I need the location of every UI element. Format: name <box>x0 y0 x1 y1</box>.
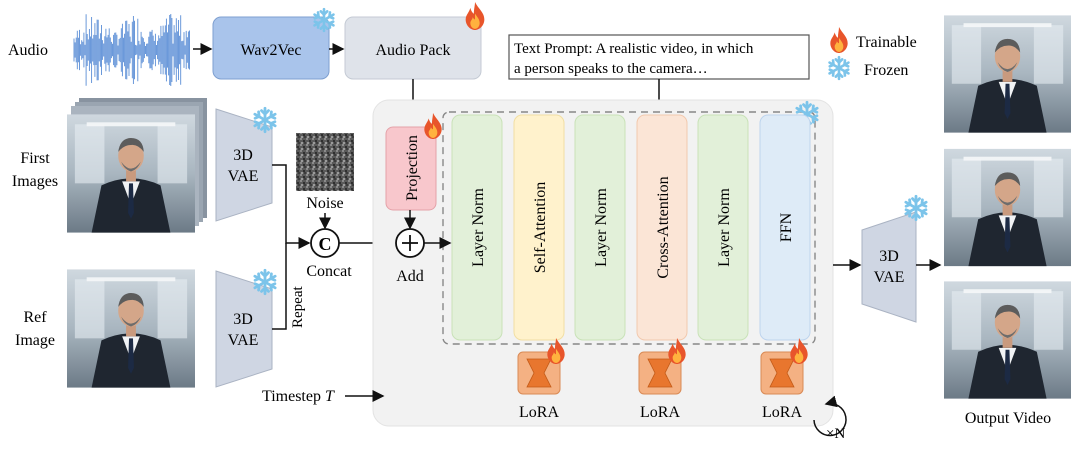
output-vae-label-line-1: 3D <box>879 248 899 265</box>
layer-block-5 <box>697 114 749 341</box>
layer-block-6 <box>759 114 811 341</box>
first-vae-label-line-1: 3D <box>233 147 253 164</box>
ref-image <box>67 269 195 388</box>
first-vae-label-line-2: VAE <box>228 168 259 185</box>
layer-label-5: Layer Norm <box>716 188 733 267</box>
ref-image-label-line-1: Ref <box>23 309 47 326</box>
snowflake-icon <box>904 194 928 222</box>
ref-vae-label-line-1: 3D <box>233 311 253 328</box>
noise-label: Noise <box>306 195 343 212</box>
output-vae-label-line-2: VAE <box>874 269 905 286</box>
snowflake-icon <box>253 106 277 134</box>
text-prompt-line-1: Text Prompt: A realistic video, in which <box>514 41 754 57</box>
concat-symbol: C <box>319 234 332 254</box>
audio-pack-label: Audio Pack <box>375 42 450 59</box>
layer-label-1: Layer Norm <box>470 188 487 267</box>
flame-icon <box>830 27 848 53</box>
repeat-loop-arrow <box>813 395 847 437</box>
line-ref-vae-concat <box>272 243 287 330</box>
text-prompt-box <box>508 34 810 80</box>
flame-icon <box>465 2 485 30</box>
snowflake-icon <box>828 55 850 81</box>
ref-image-label-line-2: Image <box>15 332 55 349</box>
layer-label-3: Layer Norm <box>593 188 610 267</box>
noise-image <box>296 133 354 191</box>
text-prompt-line-2: a person speaks to the camera… <box>514 61 708 77</box>
line-first-vae-concat <box>272 164 311 249</box>
ref-image-vae <box>215 270 273 388</box>
audio-waveform <box>73 14 190 86</box>
output-vae <box>861 211 917 323</box>
repeat-count: ×N <box>826 426 845 442</box>
first-images-label-line-1: First <box>20 150 50 167</box>
transformer-frozen-boundary <box>442 111 816 345</box>
layer-block-1 <box>451 114 503 341</box>
repeat-label: Repeat <box>290 286 306 328</box>
projection-block <box>385 126 437 211</box>
first-images-stack <box>67 98 207 233</box>
concat-label: Concat <box>306 263 352 280</box>
wav2vec-block <box>212 16 330 80</box>
first-images-vae <box>215 108 273 222</box>
add-label: Add <box>396 268 424 285</box>
output-video-label: Output Video <box>965 410 1051 427</box>
lora-label-3: LoRA <box>762 404 802 421</box>
output-frame-3 <box>944 281 1071 399</box>
output-frame-2 <box>944 148 1071 267</box>
lora-label-2: LoRA <box>640 404 680 421</box>
lora-adapters: LoRA LoRA LoRA <box>517 338 808 421</box>
waveform-path <box>73 14 190 86</box>
transformer-layers: Layer Norm Self-Attention Layer Norm Cross-… <box>451 114 811 341</box>
layer-block-4 <box>636 114 688 341</box>
output-frame-1 <box>944 15 1071 133</box>
layer-label-6: FFN <box>778 212 795 242</box>
legend-trainable-label: Trainable <box>856 34 917 51</box>
timestep-label: Timestep T <box>262 388 335 405</box>
lora-label-1: LoRA <box>519 404 559 421</box>
ref-vae-label-line-2: VAE <box>228 332 259 349</box>
legend-frozen-label: Frozen <box>864 62 908 79</box>
snowflake-icon <box>253 268 277 296</box>
audio-label: Audio <box>8 42 48 59</box>
layer-label-4: Cross-Attention <box>655 176 672 278</box>
wav2vec-label: Wav2Vec <box>241 42 302 59</box>
first-images-label-line-2: Images <box>12 173 58 190</box>
layer-label-2: Self-Attention <box>532 182 549 274</box>
projection-label: Projection <box>404 135 421 201</box>
layer-block-3 <box>574 114 626 341</box>
layer-block-2 <box>513 114 565 341</box>
